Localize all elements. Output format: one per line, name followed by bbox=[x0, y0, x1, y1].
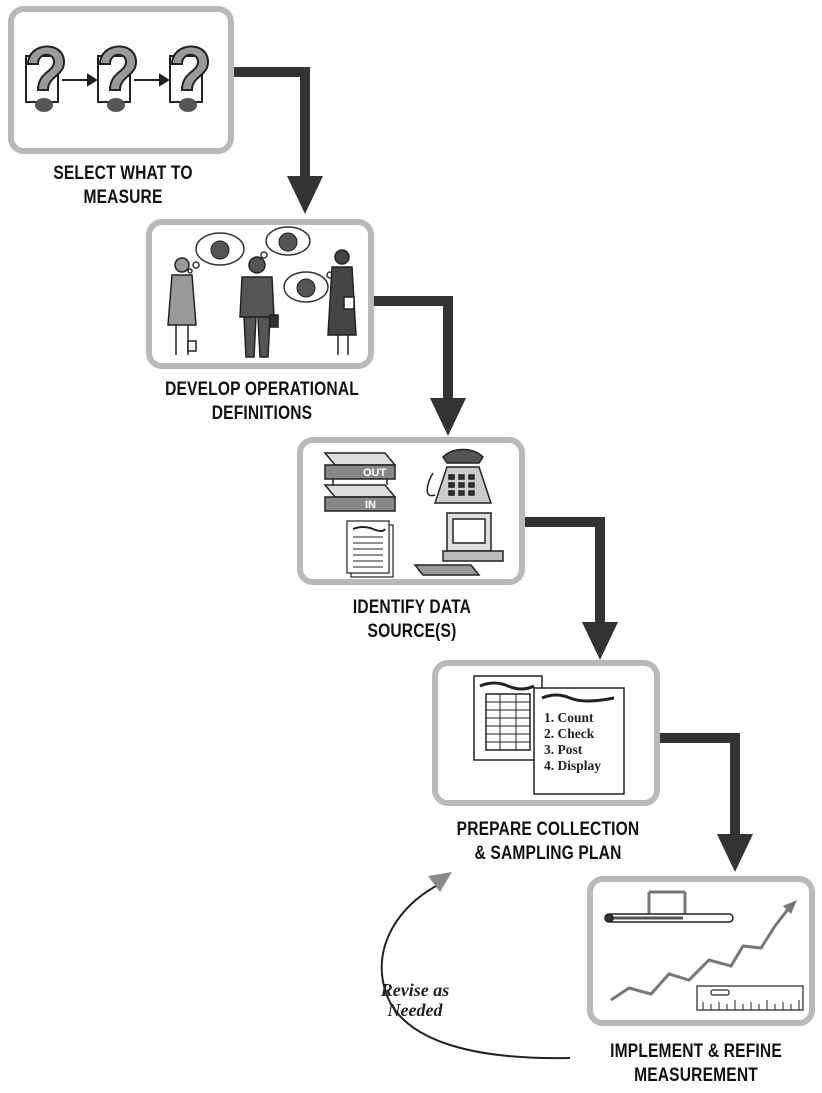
question-marks-illustration bbox=[25, 45, 210, 112]
step-1-label: SELECT WHAT TO MEASURE bbox=[30, 162, 215, 210]
arrow-2-to-3 bbox=[372, 296, 466, 436]
tray-in-label: IN bbox=[365, 499, 376, 511]
tray-out-label: OUT bbox=[363, 467, 387, 479]
checklist-sheet-icon bbox=[533, 687, 625, 795]
step-2-title-line1: DEVELOP OPERATIONAL bbox=[165, 379, 359, 400]
trend-arrowhead bbox=[783, 900, 797, 914]
arrow-4-to-5 bbox=[658, 733, 753, 872]
collection-plan-illustration bbox=[473, 675, 625, 795]
step-4-label: PREPARE COLLECTION & SAMPLING PLAN bbox=[433, 818, 663, 866]
person-3-figure bbox=[327, 249, 357, 355]
ruler-icon bbox=[696, 985, 804, 1011]
plan-step-1: 1. Count bbox=[544, 710, 594, 725]
step-1-title-line1: SELECT WHAT TO bbox=[53, 163, 193, 184]
step-5-box bbox=[587, 876, 815, 1026]
step-2-title-line2: DEFINITIONS bbox=[211, 403, 313, 424]
step-2-box bbox=[146, 219, 374, 369]
revise-line2: Needed bbox=[387, 1000, 443, 1020]
step-1-box bbox=[8, 6, 234, 154]
step-3-box: OUT IN bbox=[297, 437, 525, 585]
step-4-title-line1: PREPARE COLLECTION bbox=[456, 819, 640, 840]
step-3-label: IDENTIFY DATA SOURCE(S) bbox=[314, 596, 511, 644]
person-1-figure bbox=[167, 257, 197, 355]
plan-steps-list: 1. Count 2. Check 3. Post 4. Display bbox=[544, 710, 601, 774]
revise-as-needed-label: Revise as Needed bbox=[360, 980, 470, 1020]
step-3-title-line1: IDENTIFY DATA bbox=[352, 597, 472, 618]
measurement-illustration bbox=[604, 890, 804, 1011]
data-sources-illustration: OUT IN bbox=[323, 448, 504, 578]
in-out-trays-icon bbox=[323, 452, 397, 512]
data-table-sheet-icon bbox=[473, 675, 543, 761]
plan-step-4: 4. Display bbox=[544, 758, 602, 773]
person-2-figure bbox=[239, 256, 279, 358]
step-5-title-line1: IMPLEMENT & REFINE bbox=[610, 1041, 782, 1062]
step-3-title-line2: SOURCE(S) bbox=[367, 621, 457, 642]
revise-line1: Revise as bbox=[380, 980, 450, 1000]
step-4-title-line2: & SAMPLING PLAN bbox=[474, 843, 622, 864]
plan-step-3: 3. Post bbox=[544, 742, 583, 757]
arrow-3-to-4 bbox=[522, 517, 618, 660]
step-2-label: DEVELOP OPERATIONAL DEFINITIONS bbox=[139, 378, 385, 426]
computer-icon bbox=[413, 512, 504, 576]
plan-step-2: 2. Check bbox=[544, 726, 595, 741]
step-1-title-line2: MEASURE bbox=[83, 187, 163, 208]
feedback-arrow bbox=[380, 872, 571, 1060]
trend-line bbox=[610, 907, 791, 1002]
step-5-title-line2: MEASUREMENT bbox=[634, 1065, 758, 1086]
arrow-1-to-2 bbox=[230, 67, 323, 214]
telephone-icon bbox=[426, 448, 493, 504]
documents-icon bbox=[346, 520, 394, 578]
step-4-box: 1. Count 2. Check 3. Post 4. Display bbox=[432, 660, 660, 806]
people-apples-illustration bbox=[167, 226, 357, 358]
thermometer-icon bbox=[604, 890, 734, 923]
step-5-label: IMPLEMENT & REFINE MEASUREMENT bbox=[589, 1040, 802, 1088]
